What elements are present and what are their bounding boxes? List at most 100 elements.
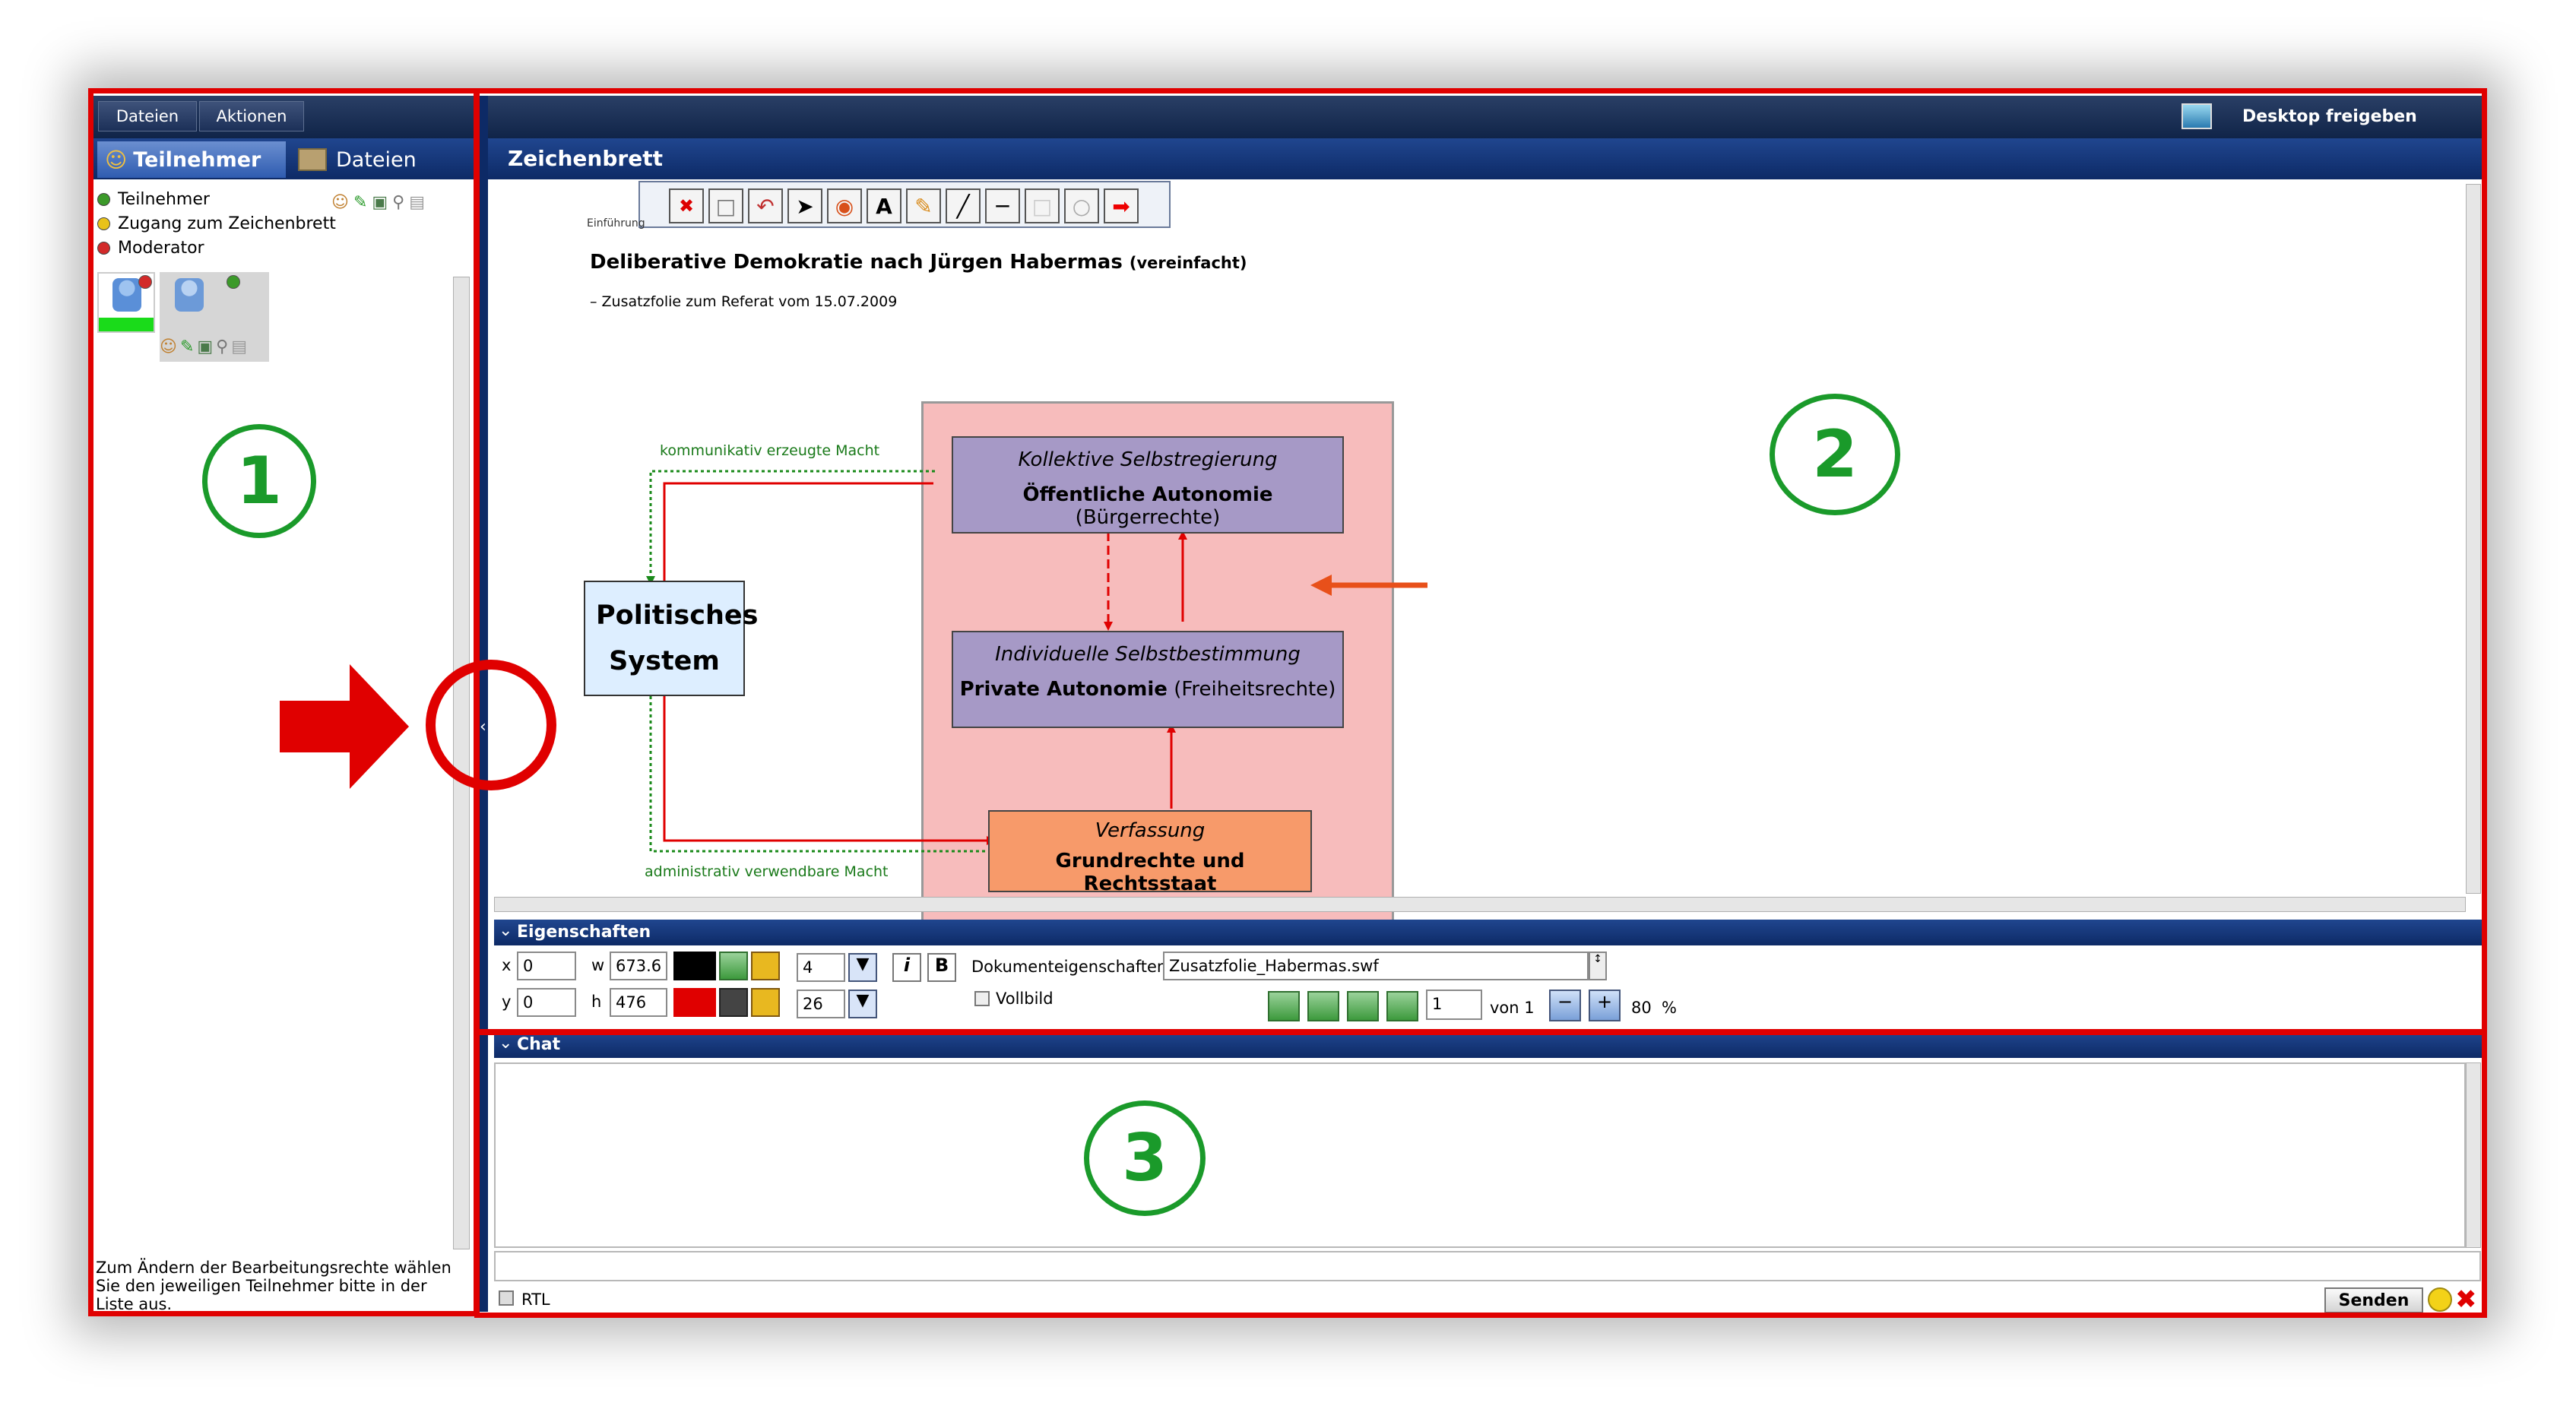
slide-subtitle: – Zusatzfolie zum Referat vom 15.07.2009 bbox=[590, 293, 898, 310]
page-of-label: von 1 bbox=[1490, 999, 1535, 1017]
folder-icon bbox=[298, 148, 327, 171]
delete-icon[interactable]: ✖ bbox=[669, 188, 704, 223]
box2-rest: (Freiheitsrechte) bbox=[1174, 678, 1336, 701]
x-input[interactable]: 0 bbox=[517, 952, 576, 980]
legend-label: Zugang zum Zeichenbrett bbox=[118, 214, 336, 233]
y-label: y bbox=[502, 993, 512, 1011]
box2-line2: Private Autonomie (Freiheitsrechte) bbox=[953, 678, 1342, 701]
fullscreen-checkbox[interactable] bbox=[974, 991, 990, 1006]
legend-zugang: Zugang zum Zeichenbrett bbox=[97, 211, 432, 236]
prev-page-icon[interactable] bbox=[1307, 991, 1339, 1021]
zoom-unit: % bbox=[1662, 999, 1677, 1017]
label-administrativ: administrativ verwendbare Macht bbox=[645, 863, 889, 880]
annotation-number-1: 1 bbox=[202, 424, 316, 538]
underline-icon[interactable]: ─ bbox=[985, 188, 1020, 223]
x-label: x bbox=[502, 956, 512, 974]
rtl-checkbox[interactable] bbox=[499, 1290, 514, 1306]
user-avatar-icon bbox=[112, 278, 141, 312]
chat-scrollbar[interactable] bbox=[2466, 1062, 2481, 1248]
next-page-icon[interactable] bbox=[1347, 991, 1379, 1021]
whiteboard-header: Zeichenbrett bbox=[488, 138, 2486, 179]
close-icon[interactable]: ✖ bbox=[2455, 1284, 2477, 1315]
legend-teilnehmer: Teilnehmer bbox=[97, 187, 432, 211]
moderator-dot-icon bbox=[138, 275, 152, 289]
zoom-out-icon[interactable]: − bbox=[1549, 990, 1581, 1021]
properties-title: Eigenschaften bbox=[517, 923, 651, 942]
zoom-in-icon[interactable]: + bbox=[1589, 990, 1621, 1021]
chat-header[interactable]: ⌄ Chat bbox=[494, 1032, 2486, 1058]
h-input[interactable]: 476 bbox=[610, 988, 667, 1017]
rtl-label: RTL bbox=[521, 1290, 550, 1309]
rectangle-icon[interactable]: □ bbox=[1025, 188, 1060, 223]
doc-select-arrow-icon[interactable]: ↕ bbox=[1589, 952, 1607, 980]
box-verfassung: Verfassung Grundrechte und Rechtsstaat bbox=[988, 810, 1312, 895]
tab-dateien[interactable]: Dateien bbox=[290, 141, 473, 178]
pencil-icon[interactable] bbox=[719, 952, 748, 980]
legend-moderator: Moderator bbox=[97, 236, 432, 260]
whiteboard-canvas[interactable]: ✖ □ ↶ ➤ ◉ A ✎ ╱ ─ □ ○ ➡ Einführung Delib… bbox=[493, 181, 2466, 964]
menu-dateien[interactable]: Dateien bbox=[98, 101, 197, 131]
screen-icon[interactable]: ▣ bbox=[197, 337, 214, 356]
top-bar bbox=[488, 96, 2486, 138]
font-size-input[interactable]: 26 bbox=[797, 990, 845, 1018]
chat-input[interactable] bbox=[494, 1251, 2481, 1281]
active-indicator bbox=[99, 318, 154, 331]
last-page-icon[interactable] bbox=[1386, 991, 1418, 1021]
monitor-icon bbox=[2182, 103, 2212, 129]
chevron-down-icon: ⌄ bbox=[499, 921, 513, 940]
box2-italic: Individuelle Selbstbestimmung bbox=[995, 643, 1301, 666]
fullscreen-label: Vollbild bbox=[996, 990, 1054, 1008]
tab-teilnehmer-label: Teilnehmer bbox=[133, 147, 261, 172]
fill-bucket-icon[interactable] bbox=[719, 988, 748, 1017]
participant-self[interactable] bbox=[97, 272, 155, 333]
pencil-icon[interactable]: ✎ bbox=[179, 337, 195, 356]
tab-dateien-label: Dateien bbox=[336, 147, 417, 172]
text-tool-icon[interactable]: A bbox=[867, 188, 901, 223]
pen-icon[interactable]: ✎ bbox=[906, 188, 941, 223]
highlighter-pointer-icon[interactable]: ◉ bbox=[827, 188, 862, 223]
line-icon[interactable]: ╱ bbox=[946, 188, 981, 223]
canvas-vertical-scrollbar[interactable] bbox=[2466, 184, 2481, 894]
properties-header[interactable]: ⌄ Eigenschaften bbox=[494, 920, 2486, 945]
slide-title-main: Deliberative Demokratie nach Jürgen Habe… bbox=[590, 251, 1123, 274]
line-width-dropdown-icon[interactable]: ▼ bbox=[848, 953, 877, 982]
first-page-icon[interactable] bbox=[1268, 991, 1300, 1021]
key-icon[interactable]: ⚲ bbox=[216, 337, 229, 356]
chat-history bbox=[494, 1062, 2466, 1248]
lock-icon[interactable] bbox=[751, 952, 780, 980]
monitor-icon[interactable]: ▤ bbox=[231, 337, 248, 356]
annotation-arrow-icon bbox=[280, 664, 409, 789]
users-icon[interactable]: ☺ bbox=[160, 337, 177, 356]
bold-button[interactable]: B bbox=[927, 953, 956, 982]
box3-bold: Grundrechte und Rechtsstaat bbox=[1055, 850, 1245, 895]
menu-aktionen[interactable]: Aktionen bbox=[199, 101, 304, 131]
political-system-label: Politisches System bbox=[596, 600, 759, 676]
canvas-horizontal-scrollbar[interactable] bbox=[494, 897, 2466, 912]
participant-other[interactable]: ☺ ✎ ▣ ⚲ ▤ bbox=[160, 272, 269, 362]
y-input[interactable]: 0 bbox=[517, 988, 576, 1017]
font-size-dropdown-icon[interactable]: ▼ bbox=[848, 990, 877, 1018]
undo-icon[interactable]: ↶ bbox=[748, 188, 783, 223]
line-width-input[interactable]: 4 bbox=[797, 953, 845, 982]
arrow-tool-icon[interactable]: ➡ bbox=[1104, 188, 1139, 223]
fill-color-swatch[interactable] bbox=[673, 988, 716, 1017]
red-top bbox=[663, 482, 933, 581]
ellipse-icon[interactable]: ○ bbox=[1064, 188, 1099, 223]
line-color-swatch[interactable] bbox=[673, 952, 716, 980]
clear-page-icon[interactable]: □ bbox=[708, 188, 743, 223]
w-label: w bbox=[591, 956, 605, 974]
label-kommunikativ: kommunikativ erzeugte Macht bbox=[660, 442, 880, 459]
pointer-icon[interactable]: ➤ bbox=[787, 188, 822, 223]
doc-name-select[interactable]: Zusatzfolie_Habermas.swf bbox=[1163, 952, 1589, 980]
page-input[interactable]: 1 bbox=[1426, 990, 1482, 1020]
desktop-share-button[interactable]: Desktop freigeben bbox=[2182, 99, 2479, 134]
tab-teilnehmer[interactable]: ☺ Teilnehmer bbox=[97, 141, 286, 178]
italic-button[interactable]: i bbox=[892, 953, 921, 982]
user-avatar-icon bbox=[175, 278, 204, 312]
green-dotted-bottom bbox=[649, 696, 985, 853]
properties-panel: x 0 y 0 w 673.6 h 476 4 ▼ 26 ▼ i B Dokum… bbox=[494, 945, 2486, 1026]
lock-icon[interactable] bbox=[751, 988, 780, 1017]
smiley-icon[interactable] bbox=[2428, 1287, 2452, 1312]
w-input[interactable]: 673.6 bbox=[610, 952, 667, 980]
box-kollektive: Kollektive Selbstregierung Öffentliche A… bbox=[952, 436, 1344, 534]
